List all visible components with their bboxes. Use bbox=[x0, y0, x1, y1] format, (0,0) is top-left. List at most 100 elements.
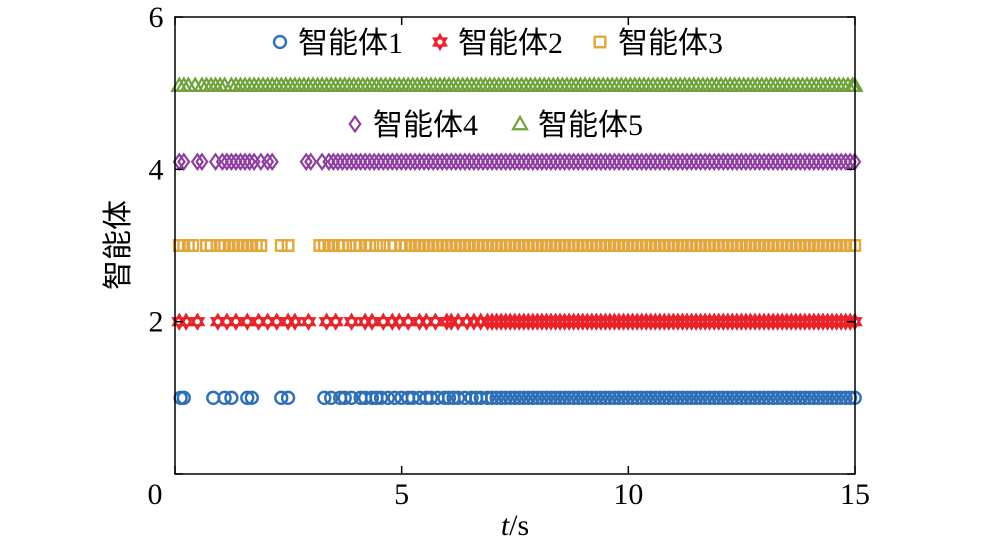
data-point bbox=[543, 390, 559, 405]
data-point bbox=[635, 152, 649, 171]
data-point bbox=[244, 390, 259, 405]
data-point bbox=[190, 152, 205, 171]
data-point bbox=[575, 390, 590, 405]
data-point bbox=[465, 312, 482, 331]
data-point bbox=[589, 152, 603, 171]
data-point bbox=[625, 390, 640, 405]
markers-layer bbox=[170, 76, 864, 405]
data-point bbox=[493, 390, 509, 405]
data-point bbox=[720, 390, 735, 405]
data-point bbox=[224, 390, 239, 405]
data-point bbox=[671, 152, 685, 171]
data-point bbox=[281, 239, 295, 252]
data-point bbox=[370, 239, 383, 252]
data-point bbox=[480, 152, 495, 171]
x-axis-label-var: t bbox=[501, 509, 510, 541]
data-point bbox=[376, 152, 390, 171]
data-point bbox=[552, 390, 568, 405]
data-point bbox=[716, 390, 731, 405]
legend-label: 智能体2 bbox=[458, 27, 563, 60]
data-point bbox=[299, 152, 313, 171]
data-point bbox=[824, 390, 840, 405]
data-point bbox=[843, 390, 858, 405]
data-point bbox=[530, 152, 545, 171]
data-point bbox=[816, 152, 830, 171]
series-4-points bbox=[172, 152, 862, 171]
data-point bbox=[620, 390, 636, 405]
data-point bbox=[716, 152, 730, 171]
data-point bbox=[342, 239, 356, 252]
data-point bbox=[358, 152, 372, 171]
data-point bbox=[747, 390, 763, 405]
data-point bbox=[684, 390, 699, 405]
data-point bbox=[503, 152, 517, 171]
data-point bbox=[789, 152, 803, 171]
data-point bbox=[363, 239, 377, 252]
data-point bbox=[779, 390, 794, 405]
hexagram-down bbox=[178, 317, 195, 331]
x-tick-label: 5 bbox=[394, 478, 409, 511]
data-point bbox=[512, 390, 527, 405]
data-point bbox=[834, 152, 848, 171]
data-point bbox=[403, 152, 418, 171]
data-point bbox=[693, 152, 708, 171]
data-point bbox=[798, 152, 812, 171]
data-point bbox=[634, 390, 649, 405]
data-point bbox=[752, 152, 767, 171]
data-point bbox=[357, 312, 374, 331]
data-point bbox=[417, 152, 431, 171]
data-point bbox=[807, 152, 821, 171]
legend-marker bbox=[511, 114, 529, 131]
data-point bbox=[616, 390, 631, 405]
hexagram-up bbox=[363, 312, 380, 327]
data-point bbox=[327, 312, 344, 331]
data-point bbox=[589, 390, 604, 405]
data-point bbox=[405, 390, 420, 405]
data-point bbox=[702, 390, 717, 405]
data-point bbox=[471, 152, 486, 171]
hexagram-up bbox=[268, 312, 285, 327]
data-point bbox=[399, 152, 413, 171]
data-point bbox=[344, 152, 359, 171]
data-point bbox=[729, 390, 745, 405]
hexagram-up bbox=[239, 312, 256, 327]
data-point bbox=[580, 152, 594, 171]
data-point bbox=[653, 152, 667, 171]
data-point bbox=[349, 152, 363, 171]
data-point bbox=[525, 390, 541, 405]
data-point bbox=[526, 152, 540, 171]
data-point bbox=[204, 239, 218, 252]
data-point bbox=[571, 390, 586, 405]
data-point bbox=[802, 390, 817, 405]
data-point bbox=[373, 390, 389, 405]
data-point bbox=[725, 390, 740, 405]
data-point bbox=[761, 390, 776, 405]
data-point bbox=[177, 152, 191, 171]
data-point bbox=[240, 390, 255, 405]
data-point bbox=[535, 152, 549, 171]
data-point bbox=[265, 152, 279, 171]
data-point bbox=[571, 152, 585, 171]
legend-marker bbox=[593, 35, 607, 49]
data-point bbox=[820, 152, 835, 171]
data-point bbox=[254, 239, 268, 252]
hexagram-up bbox=[432, 32, 448, 47]
data-point bbox=[689, 152, 703, 171]
data-point bbox=[317, 390, 332, 405]
data-point bbox=[280, 312, 297, 331]
data-point bbox=[616, 152, 631, 171]
data-point bbox=[444, 152, 458, 171]
data-point bbox=[743, 152, 758, 171]
y-axis-label: 智能体 bbox=[102, 200, 135, 290]
data-point bbox=[462, 152, 477, 171]
data-point bbox=[820, 390, 835, 405]
data-point bbox=[648, 390, 663, 405]
data-point bbox=[503, 390, 518, 405]
data-point bbox=[580, 390, 595, 405]
data-point bbox=[449, 152, 463, 171]
data-point bbox=[811, 390, 826, 405]
data-point bbox=[517, 152, 531, 171]
data-point bbox=[233, 152, 248, 171]
data-point bbox=[431, 152, 445, 171]
